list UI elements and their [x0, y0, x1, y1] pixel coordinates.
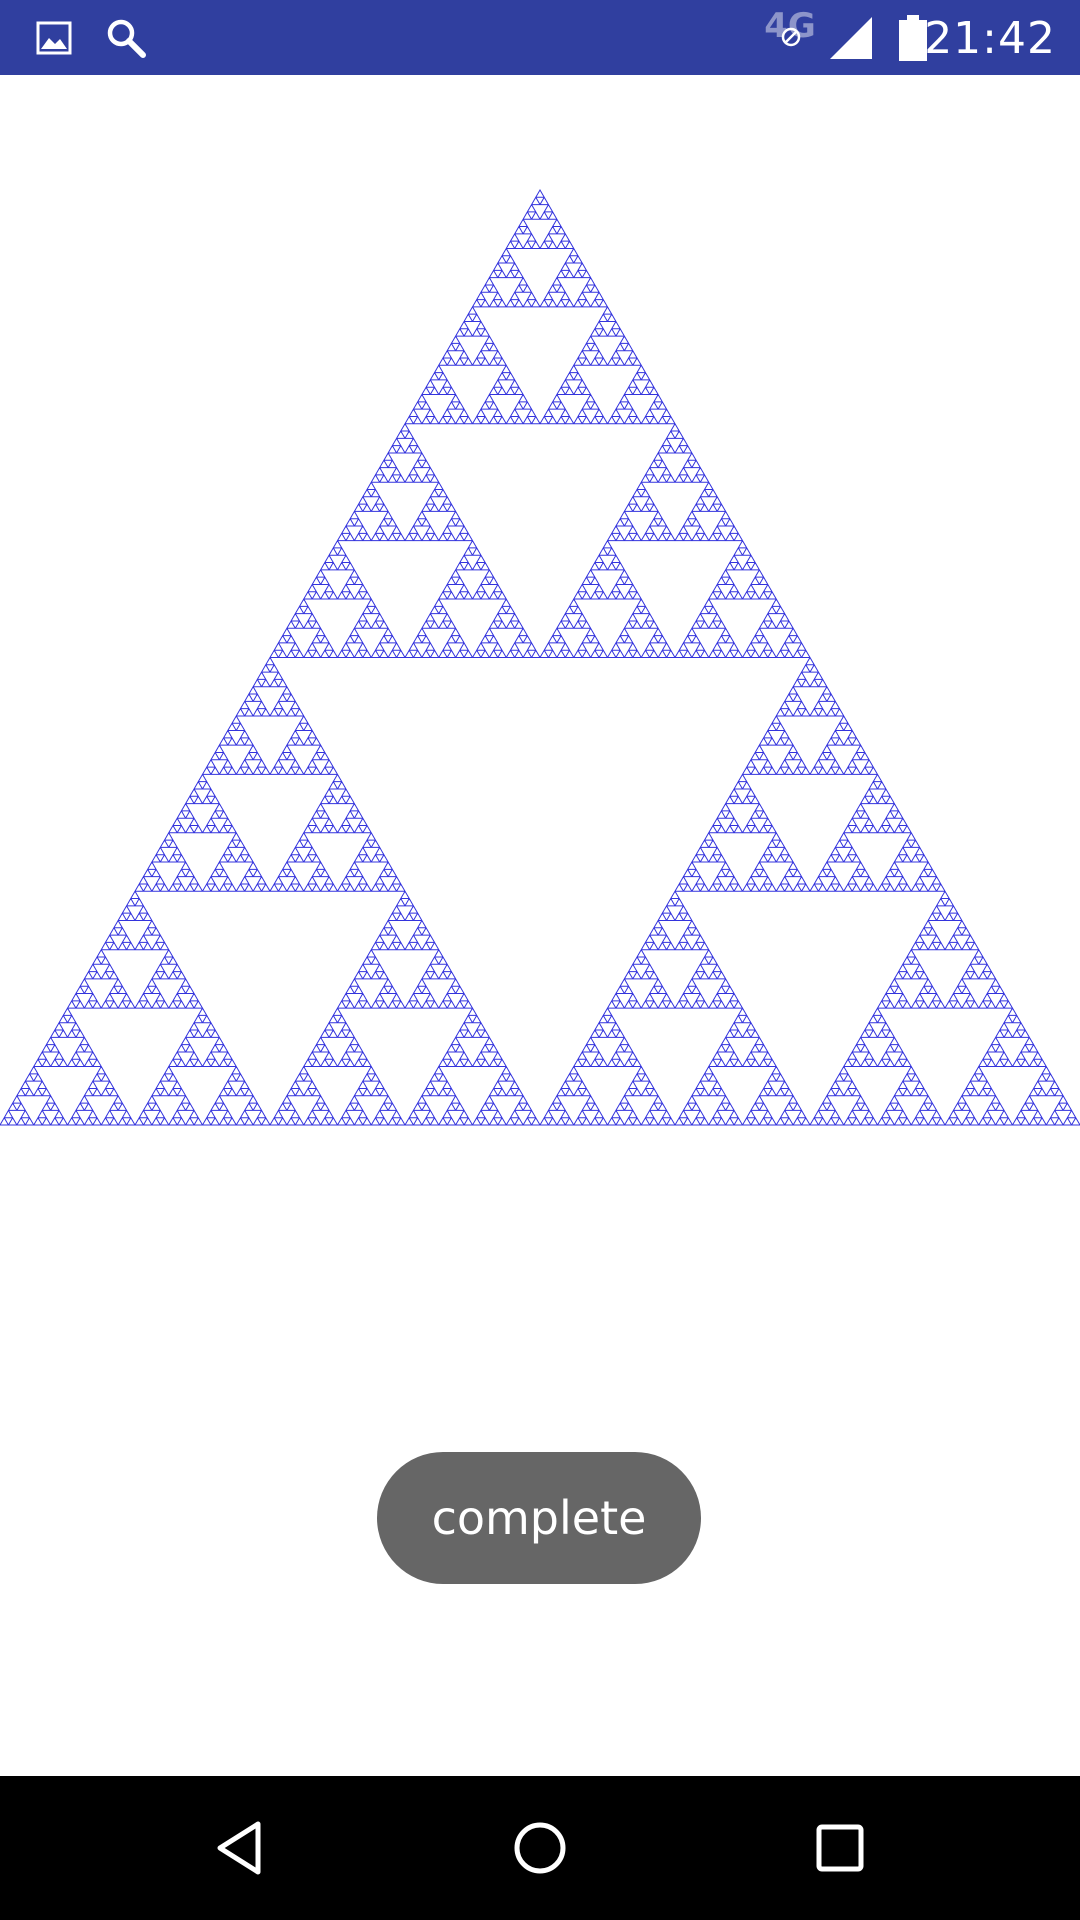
sierpinski-canvas — [0, 189, 1080, 1126]
navigation-bar — [0, 1776, 1080, 1920]
recents-icon — [816, 1824, 864, 1872]
gallery-icon — [30, 0, 78, 75]
sierpinski-path — [0, 189, 1080, 1126]
search-icon — [100, 0, 152, 75]
signal-icon — [826, 0, 876, 75]
toast-text: complete — [431, 1491, 647, 1545]
status-bar: 4G 21:42 — [0, 0, 1080, 75]
home-icon — [514, 1822, 566, 1874]
network-disabled-icon: 4G — [760, 0, 820, 75]
toast-message: complete — [377, 1452, 701, 1584]
status-time: 21:42 — [924, 13, 1056, 64]
sierpinski-triangle — [0, 189, 1080, 1126]
back-button[interactable] — [170, 1776, 310, 1920]
battery-icon — [896, 0, 930, 75]
recents-button[interactable] — [770, 1776, 910, 1920]
back-icon — [217, 1821, 261, 1875]
home-button[interactable] — [470, 1776, 610, 1920]
